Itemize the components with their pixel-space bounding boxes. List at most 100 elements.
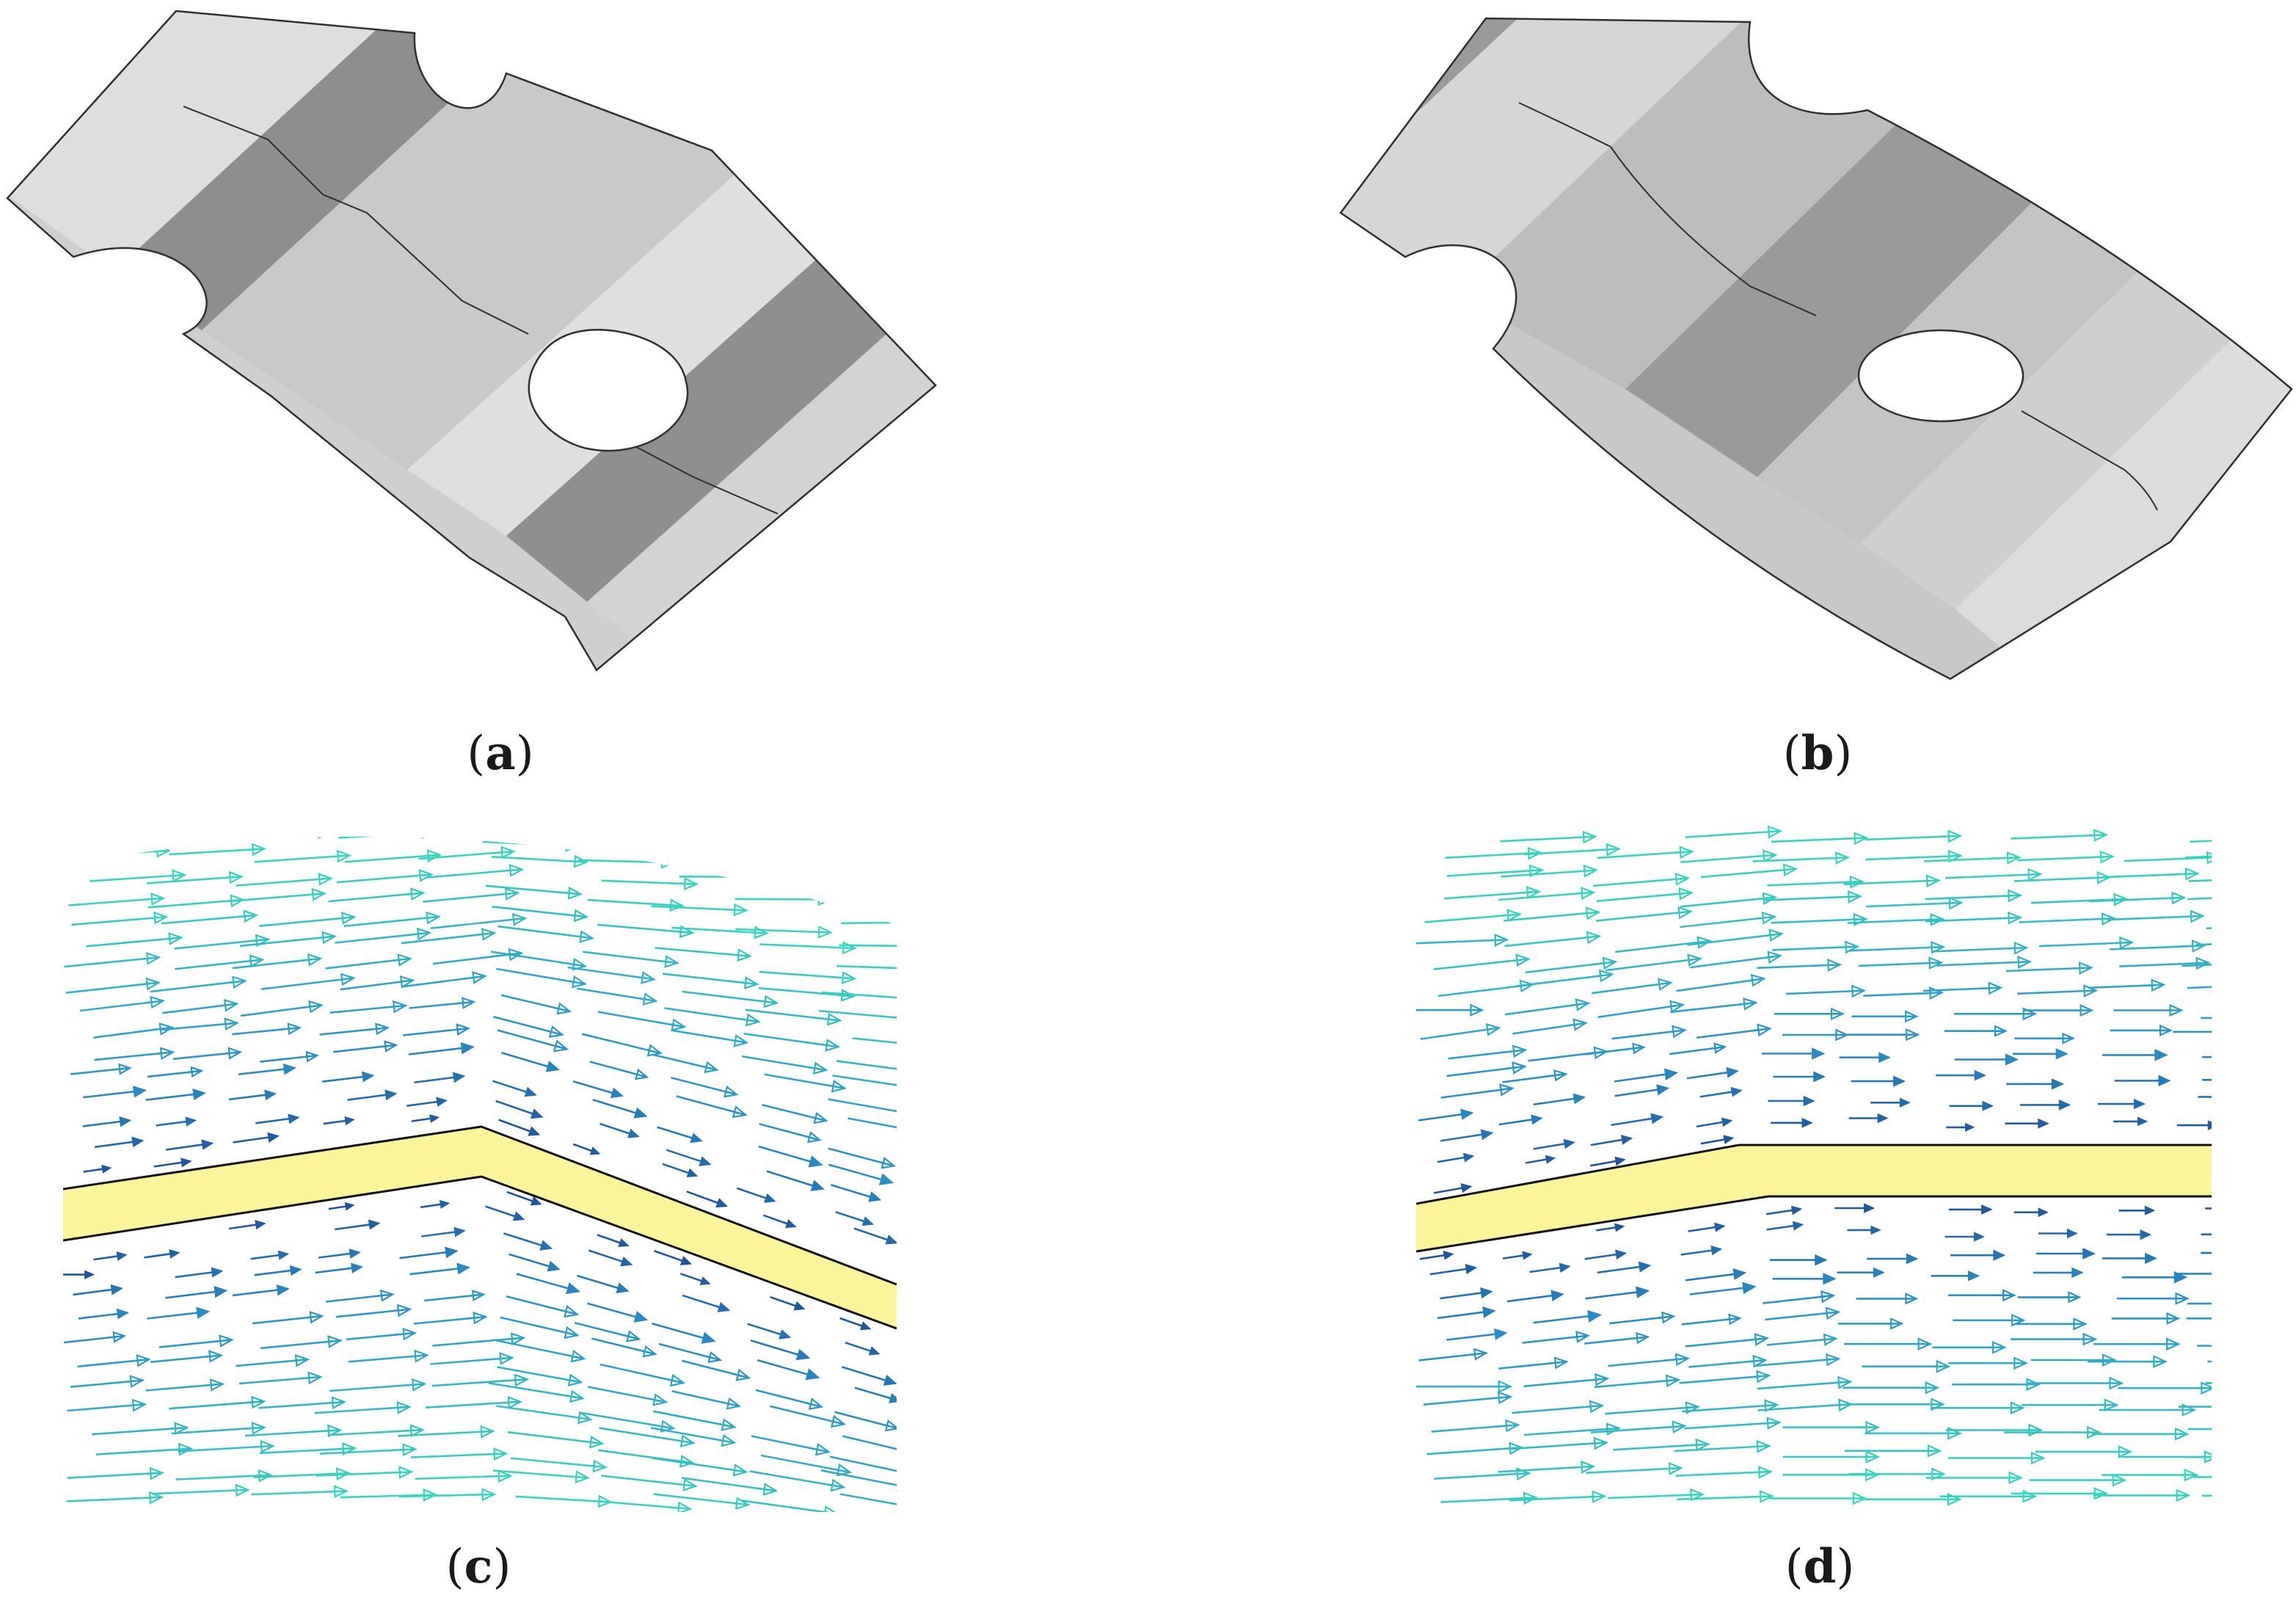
vector-arrow-shaft xyxy=(229,893,325,903)
vector-arrow-shaft xyxy=(348,1354,428,1363)
vector-arrow-head xyxy=(410,887,426,901)
plate-a-fold-line-upper xyxy=(183,106,529,335)
vector-arrow-head xyxy=(1790,1205,1803,1215)
vector-arrow-head xyxy=(227,1047,243,1060)
vector-arrow-head xyxy=(1756,1439,1771,1453)
vector-arrow-shaft xyxy=(599,1427,694,1444)
vector-arrow-head xyxy=(258,1469,273,1483)
vector-arrow-shaft xyxy=(1679,1374,1770,1384)
vector-arrow-head xyxy=(1523,1491,1539,1505)
vector-arrow-shaft xyxy=(852,1037,897,1049)
vector-arrow-head xyxy=(592,1459,608,1473)
vector-arrow-head xyxy=(145,952,161,965)
vector-arrow-shaft xyxy=(854,898,897,904)
vector-arrow-head xyxy=(1657,978,1673,991)
vector-arrow-head xyxy=(116,1251,128,1261)
vector-arrow-head xyxy=(616,1282,630,1293)
vector-arrow-shaft xyxy=(820,858,897,865)
vector-arrow-head xyxy=(571,975,587,989)
vector-arrow-head xyxy=(1877,1113,1889,1124)
vector-arrow-head xyxy=(1964,1122,1975,1132)
vector-arrow-head xyxy=(396,1400,412,1414)
vector-arrow-head xyxy=(1674,1353,1691,1367)
vector-arrow-shaft xyxy=(1843,879,1939,885)
vector-arrow-head xyxy=(277,1250,290,1260)
vector-arrow-head xyxy=(1572,1018,1589,1031)
vector-arrow-head xyxy=(1931,1467,1946,1481)
vector-arrow-head xyxy=(1721,1117,1733,1127)
vector-arrow-head xyxy=(232,975,247,989)
vector-arrow-head xyxy=(2066,1228,2078,1239)
vector-arrow-shaft xyxy=(599,1363,684,1384)
vector-arrow-head xyxy=(172,869,187,882)
vector-arrow-head xyxy=(294,1353,310,1367)
vector-arrow-head xyxy=(679,1434,696,1448)
vector-arrow-head xyxy=(1663,1068,1679,1081)
vector-arrow-head xyxy=(131,1398,147,1412)
vector-arrow-head xyxy=(717,1301,731,1312)
vector-arrow-head xyxy=(732,1464,748,1477)
vector-arrow-head xyxy=(2137,1116,2149,1127)
vector-arrow-head xyxy=(116,1308,129,1320)
vector-arrow-head xyxy=(1687,953,1702,967)
vector-arrow-head xyxy=(110,1284,123,1295)
vector-arrow-head xyxy=(2191,939,2206,953)
vector-arrow-head xyxy=(235,1483,250,1497)
vector-arrow-shaft xyxy=(597,1011,685,1028)
vector-arrow-shaft xyxy=(1925,916,2021,923)
vector-arrow-head xyxy=(573,854,589,868)
vector-arrow-head xyxy=(1677,906,1693,920)
vector-arrow-head xyxy=(150,893,166,906)
vector-arrow-head xyxy=(733,903,748,917)
vector-arrow-head xyxy=(1742,1282,1757,1295)
vector-arrow-head xyxy=(2002,1289,2016,1302)
vector-arrow-head xyxy=(642,992,658,1006)
vector-arrow-head xyxy=(784,1219,797,1229)
vector-arrow-shaft xyxy=(578,859,674,864)
vector-arrow-head xyxy=(511,1332,526,1346)
vector-arrow-shaft xyxy=(500,1316,578,1337)
vector-arrow-shaft xyxy=(418,850,514,860)
vector-arrow-head xyxy=(610,1087,624,1099)
vector-arrow-head xyxy=(1563,1138,1575,1149)
vector-arrow-shaft xyxy=(320,1448,416,1455)
vector-arrow-shaft xyxy=(653,1493,749,1506)
vector-arrow-shaft xyxy=(65,981,159,994)
vector-arrow-shaft xyxy=(1680,915,1775,928)
vector-arrow-shaft xyxy=(597,923,693,934)
vector-arrow-head xyxy=(2144,1205,2156,1215)
vector-arrow-head xyxy=(344,1116,355,1126)
vector-arrow-head xyxy=(1606,843,1621,857)
vector-arrow-shaft xyxy=(239,935,335,948)
vector-arrow-head xyxy=(808,1155,823,1168)
vector-arrow-head xyxy=(652,1393,668,1406)
vector-arrow-head xyxy=(1723,1135,1735,1144)
vector-arrow-head xyxy=(1827,959,1843,972)
vector-arrow-shaft xyxy=(676,1095,746,1116)
vector-arrow-shaft xyxy=(581,1033,661,1055)
vector-arrow-head xyxy=(1873,1267,1885,1278)
vector-arrow-head xyxy=(333,1485,349,1499)
vector-arrow-shaft xyxy=(1586,1466,1682,1474)
vector-arrow-head xyxy=(351,1262,363,1274)
vector-arrow-head xyxy=(2171,891,2187,905)
vector-arrow-shaft xyxy=(491,856,587,863)
vector-arrow-shaft xyxy=(491,950,586,967)
vector-arrow-head xyxy=(724,1085,739,1098)
vector-arrow-head xyxy=(812,1061,828,1075)
vector-arrow-shaft xyxy=(1863,992,1942,997)
vector-arrow-shaft xyxy=(742,1500,837,1512)
vector-arrow-head xyxy=(2102,1353,2117,1367)
vector-arrow-head xyxy=(1593,1436,1608,1450)
vector-arrow-shaft xyxy=(1446,1065,1526,1077)
vector-arrow-head xyxy=(2051,1078,2065,1090)
vector-arrow-shaft xyxy=(496,1405,591,1421)
vector-arrow-head xyxy=(341,912,357,925)
vector-arrow-head xyxy=(830,1414,847,1428)
vector-arrow-head xyxy=(1893,1075,1906,1087)
vector-arrow-head xyxy=(168,932,183,945)
vector-arrow-head xyxy=(2119,936,2135,950)
vector-arrow-head xyxy=(793,1301,806,1311)
vector-arrow-head xyxy=(1906,1028,1920,1042)
vector-arrow-shaft xyxy=(1597,850,1693,859)
